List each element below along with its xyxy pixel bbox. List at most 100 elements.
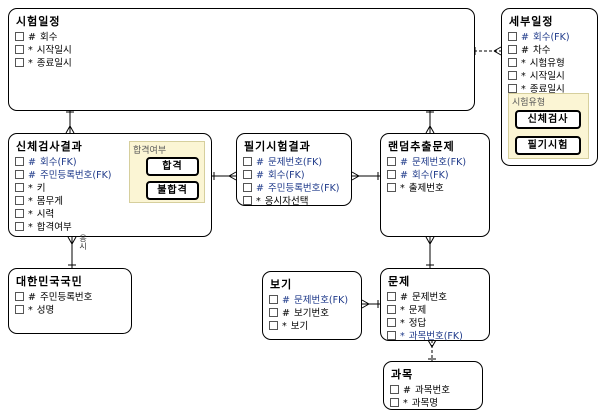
entity-question[interactable]: 문제 #문제번호*문제*정답*과목번호(FK) — [380, 268, 490, 343]
checkbox-icon — [387, 170, 396, 179]
attribute-row: *시력 — [15, 208, 205, 221]
checkbox-icon — [15, 32, 24, 41]
checkbox-icon — [387, 292, 396, 301]
attribute-row: #회수(FK) — [243, 169, 345, 182]
attribute-marker: * — [521, 84, 526, 95]
attribute-name: 회수(FK) — [39, 157, 77, 168]
attribute-marker: # — [256, 170, 264, 181]
checkbox-icon — [387, 183, 396, 192]
entity-title: 필기시험결과 — [244, 140, 311, 153]
entity-written-result[interactable]: 필기시험결과 #문제번호(FK)#회수(FK)#주민등록번호(FK)*응시자선택 — [236, 133, 352, 207]
attribute-marker: * — [521, 71, 526, 82]
attribute-name: 문제 — [408, 305, 427, 316]
subtype-box-exam-type: 시험유형 신체검사 필기시험 — [508, 93, 589, 159]
entity-title: 세부일정 — [509, 15, 554, 28]
checkbox-icon — [15, 58, 24, 67]
attribute-list: #문제번호*문제*정답*과목번호(FK) — [387, 291, 483, 343]
attribute-name: 종료일시 — [36, 58, 72, 69]
attribute-name: 보기 — [290, 321, 309, 332]
checkbox-icon — [15, 292, 24, 301]
subtype-title: 합격여부 — [133, 146, 167, 156]
attribute-row: *키 — [15, 182, 205, 195]
checkbox-icon — [508, 45, 517, 54]
attribute-row: #과목번호 — [390, 384, 476, 397]
attribute-list: #회수(FK)#차수*시험유형*시작일시*종료일시 — [508, 31, 591, 96]
checkbox-icon — [15, 222, 24, 231]
attribute-list: #과목번호*과목명 — [390, 384, 476, 410]
attribute-row: #주민등록번호 — [15, 291, 125, 304]
attribute-list: #문제번호(FK)#회수(FK)*출제번호 — [387, 156, 483, 195]
attribute-row: #보기번호 — [269, 307, 355, 320]
attribute-name: 시작일시 — [36, 45, 72, 56]
entity-choice[interactable]: 보기 #문제번호(FK)#보기번호*보기 — [262, 271, 362, 340]
attribute-row: *문제 — [387, 304, 483, 317]
attribute-marker: * — [400, 305, 405, 316]
entity-citizen[interactable]: 대한민국국민 #주민등록번호*성명 — [8, 268, 132, 334]
checkbox-icon — [15, 209, 24, 218]
checkbox-icon — [15, 170, 24, 179]
attribute-marker: * — [400, 331, 405, 342]
attribute-name: 회수 — [39, 32, 58, 43]
attribute-marker: # — [256, 157, 264, 168]
attribute-name: 몸무게 — [36, 196, 63, 207]
attribute-name: 키 — [36, 183, 46, 194]
attribute-marker: # — [28, 292, 36, 303]
entity-title: 신체검사결과 — [16, 140, 83, 153]
checkbox-icon — [508, 71, 517, 80]
entity-random-question[interactable]: 랜덤추출문제 #문제번호(FK)#회수(FK)*출제번호 — [380, 133, 490, 237]
checkbox-icon — [387, 305, 396, 314]
attribute-row: #문제번호(FK) — [387, 156, 483, 169]
attribute-name: 성명 — [36, 305, 55, 316]
attribute-name: 과목명 — [411, 398, 438, 409]
attribute-name: 과목번호 — [414, 385, 450, 396]
attribute-row: *시작일시 — [15, 44, 468, 57]
subtype-box-pass-status: 합격여부 합격 불합격 — [129, 141, 205, 203]
attribute-list: #문제번호(FK)#보기번호*보기 — [269, 294, 355, 333]
attribute-list: #회수*시작일시*종료일시 — [15, 31, 468, 70]
entity-subject[interactable]: 과목 #과목번호*과목명 — [383, 361, 483, 410]
attribute-row: *출제번호 — [387, 182, 483, 195]
attribute-row: *정답 — [387, 317, 483, 330]
checkbox-icon — [15, 157, 24, 166]
checkbox-icon — [15, 183, 24, 192]
attribute-marker: * — [28, 305, 33, 316]
checkbox-icon — [390, 385, 399, 394]
entity-exam-schedule[interactable]: 시험일정 #회수*시작일시*종료일시 — [8, 8, 475, 111]
subtype-physical-exam[interactable]: 신체검사 — [515, 110, 581, 129]
attribute-row: #회수 — [15, 31, 468, 44]
attribute-row: #차수 — [508, 44, 591, 57]
attribute-marker: # — [403, 385, 411, 396]
attribute-marker: * — [403, 398, 408, 409]
attribute-name: 시작일시 — [529, 71, 565, 82]
checkbox-icon — [390, 398, 399, 407]
attribute-marker: * — [28, 222, 33, 233]
attribute-marker: # — [28, 157, 36, 168]
subtype-pass[interactable]: 합격 — [146, 157, 199, 176]
attribute-row: #회수(FK) — [15, 156, 205, 169]
entity-title: 대한민국국민 — [16, 275, 83, 288]
attribute-marker: * — [400, 183, 405, 194]
checkbox-icon — [243, 183, 252, 192]
attribute-marker: * — [256, 196, 261, 207]
subtype-title: 시험유형 — [512, 98, 546, 108]
checkbox-icon — [269, 308, 278, 317]
attribute-marker: # — [282, 308, 290, 319]
subtype-fail[interactable]: 불합격 — [146, 181, 199, 200]
attribute-name: 문제번호(FK) — [267, 157, 323, 168]
attribute-marker: # — [400, 170, 408, 181]
attribute-marker: * — [28, 183, 33, 194]
subtype-written-exam[interactable]: 필기시험 — [515, 136, 581, 155]
attribute-row: *종료일시 — [508, 83, 591, 96]
attribute-row: #주민등록번호(FK) — [243, 182, 345, 195]
attribute-name: 보기번호 — [293, 308, 329, 319]
attribute-marker: # — [400, 292, 408, 303]
attribute-name: 문제번호(FK) — [411, 157, 467, 168]
attribute-name: 회수(FK) — [267, 170, 305, 181]
attribute-name: 응시자선택 — [264, 196, 309, 207]
attribute-row: *종료일시 — [15, 57, 468, 70]
attribute-list: #주민등록번호*성명 — [15, 291, 125, 317]
attribute-marker: # — [282, 295, 290, 306]
attribute-name: 문제번호 — [411, 292, 447, 303]
checkbox-icon — [508, 58, 517, 67]
